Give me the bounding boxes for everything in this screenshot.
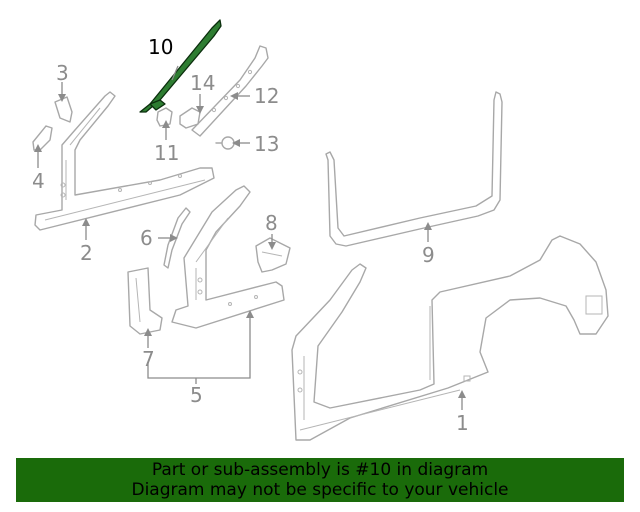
callout-11[interactable]: 11 bbox=[154, 141, 179, 165]
part-9[interactable] bbox=[325, 91, 503, 247]
callout-7[interactable]: 7 bbox=[142, 347, 155, 371]
part-2[interactable] bbox=[34, 91, 215, 231]
callout-14[interactable]: 14 bbox=[190, 71, 215, 95]
callout-8[interactable]: 8 bbox=[265, 211, 278, 235]
banner-line-2: Diagram may not be specific to your vehi… bbox=[131, 480, 509, 500]
callout-5[interactable]: 5 bbox=[190, 383, 203, 407]
info-banner: Part or sub-assembly is #10 in diagram D… bbox=[16, 458, 624, 502]
callout-labels: 10 3 4 2 11 14 12 13 6 8 9 7 5 1 bbox=[32, 35, 469, 435]
callout-4[interactable]: 4 bbox=[32, 169, 45, 193]
banner-line-1: Part or sub-assembly is #10 in diagram bbox=[151, 460, 489, 480]
part-10-highlighted[interactable] bbox=[139, 19, 222, 113]
part-3[interactable] bbox=[54, 96, 73, 123]
part-5-pillar[interactable] bbox=[171, 185, 285, 329]
part-13[interactable] bbox=[215, 136, 235, 150]
leader-lines bbox=[34, 65, 466, 410]
callout-1[interactable]: 1 bbox=[456, 411, 469, 435]
parts-diagram: 10 3 4 2 11 14 12 13 6 8 9 7 5 1 bbox=[32, 19, 609, 441]
part-1[interactable] bbox=[291, 235, 609, 441]
callout-13[interactable]: 13 bbox=[254, 132, 279, 156]
callout-3[interactable]: 3 bbox=[56, 61, 69, 85]
part-11[interactable] bbox=[156, 107, 173, 127]
callout-6[interactable]: 6 bbox=[140, 226, 153, 250]
callout-2[interactable]: 2 bbox=[80, 241, 93, 265]
part-4[interactable] bbox=[32, 125, 53, 151]
part-8[interactable] bbox=[255, 237, 291, 273]
part-12[interactable] bbox=[191, 45, 269, 137]
callout-10[interactable]: 10 bbox=[148, 35, 173, 59]
callout-9[interactable]: 9 bbox=[422, 243, 435, 267]
part-7[interactable] bbox=[127, 267, 163, 335]
callout-12[interactable]: 12 bbox=[254, 84, 279, 108]
